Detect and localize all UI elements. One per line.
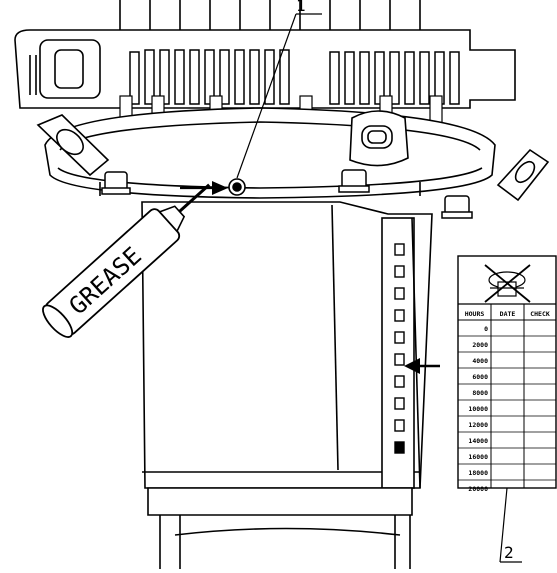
log-header-hours: HOURS (465, 310, 485, 318)
arrow-to-indicator (404, 358, 440, 374)
cooling-fins (129, 49, 460, 105)
lifting-lug-left (36, 114, 110, 177)
log-row-hours: 20000 (468, 485, 488, 493)
callout-2-label: 2 (504, 543, 514, 562)
log-row-hours: 18000 (468, 469, 488, 477)
log-row-hours: 4000 (472, 357, 488, 365)
callout-2: 2 (499, 487, 522, 563)
log-header-date: DATE (500, 310, 516, 318)
log-row-hours: 0 (484, 325, 488, 333)
lifting-lug-right (496, 148, 550, 202)
grease-nipple-icon (484, 264, 531, 303)
flange-bolts (101, 169, 473, 219)
callout-1: 1 (236, 0, 322, 179)
log-row-hours: 10000 (468, 405, 488, 413)
arrow-to-nipple (180, 181, 228, 195)
indicator-squares (394, 243, 405, 454)
callout-1-label: 1 (296, 0, 306, 15)
lifting-lug-center (349, 110, 409, 167)
log-row-hours: 16000 (468, 453, 488, 461)
bearing-housing (141, 201, 433, 489)
log-row-hours: 14000 (468, 437, 488, 445)
log-row-hours: 8000 (472, 389, 488, 397)
log-row-hours: 6000 (472, 373, 488, 381)
log-row-hours: 2000 (472, 341, 488, 349)
lower-column (147, 487, 413, 569)
maintenance-log-card: HOURS DATE CHECK 0 2000 4000 6000 8000 10000 1200… (457, 255, 557, 493)
log-header-check: CHECK (530, 310, 550, 318)
log-row-hours: 12000 (468, 421, 488, 429)
grease-nipple-icon (228, 178, 246, 196)
log-rows: HOURS DATE CHECK 0 2000 4000 6000 8000 10000 1200… (458, 310, 556, 493)
